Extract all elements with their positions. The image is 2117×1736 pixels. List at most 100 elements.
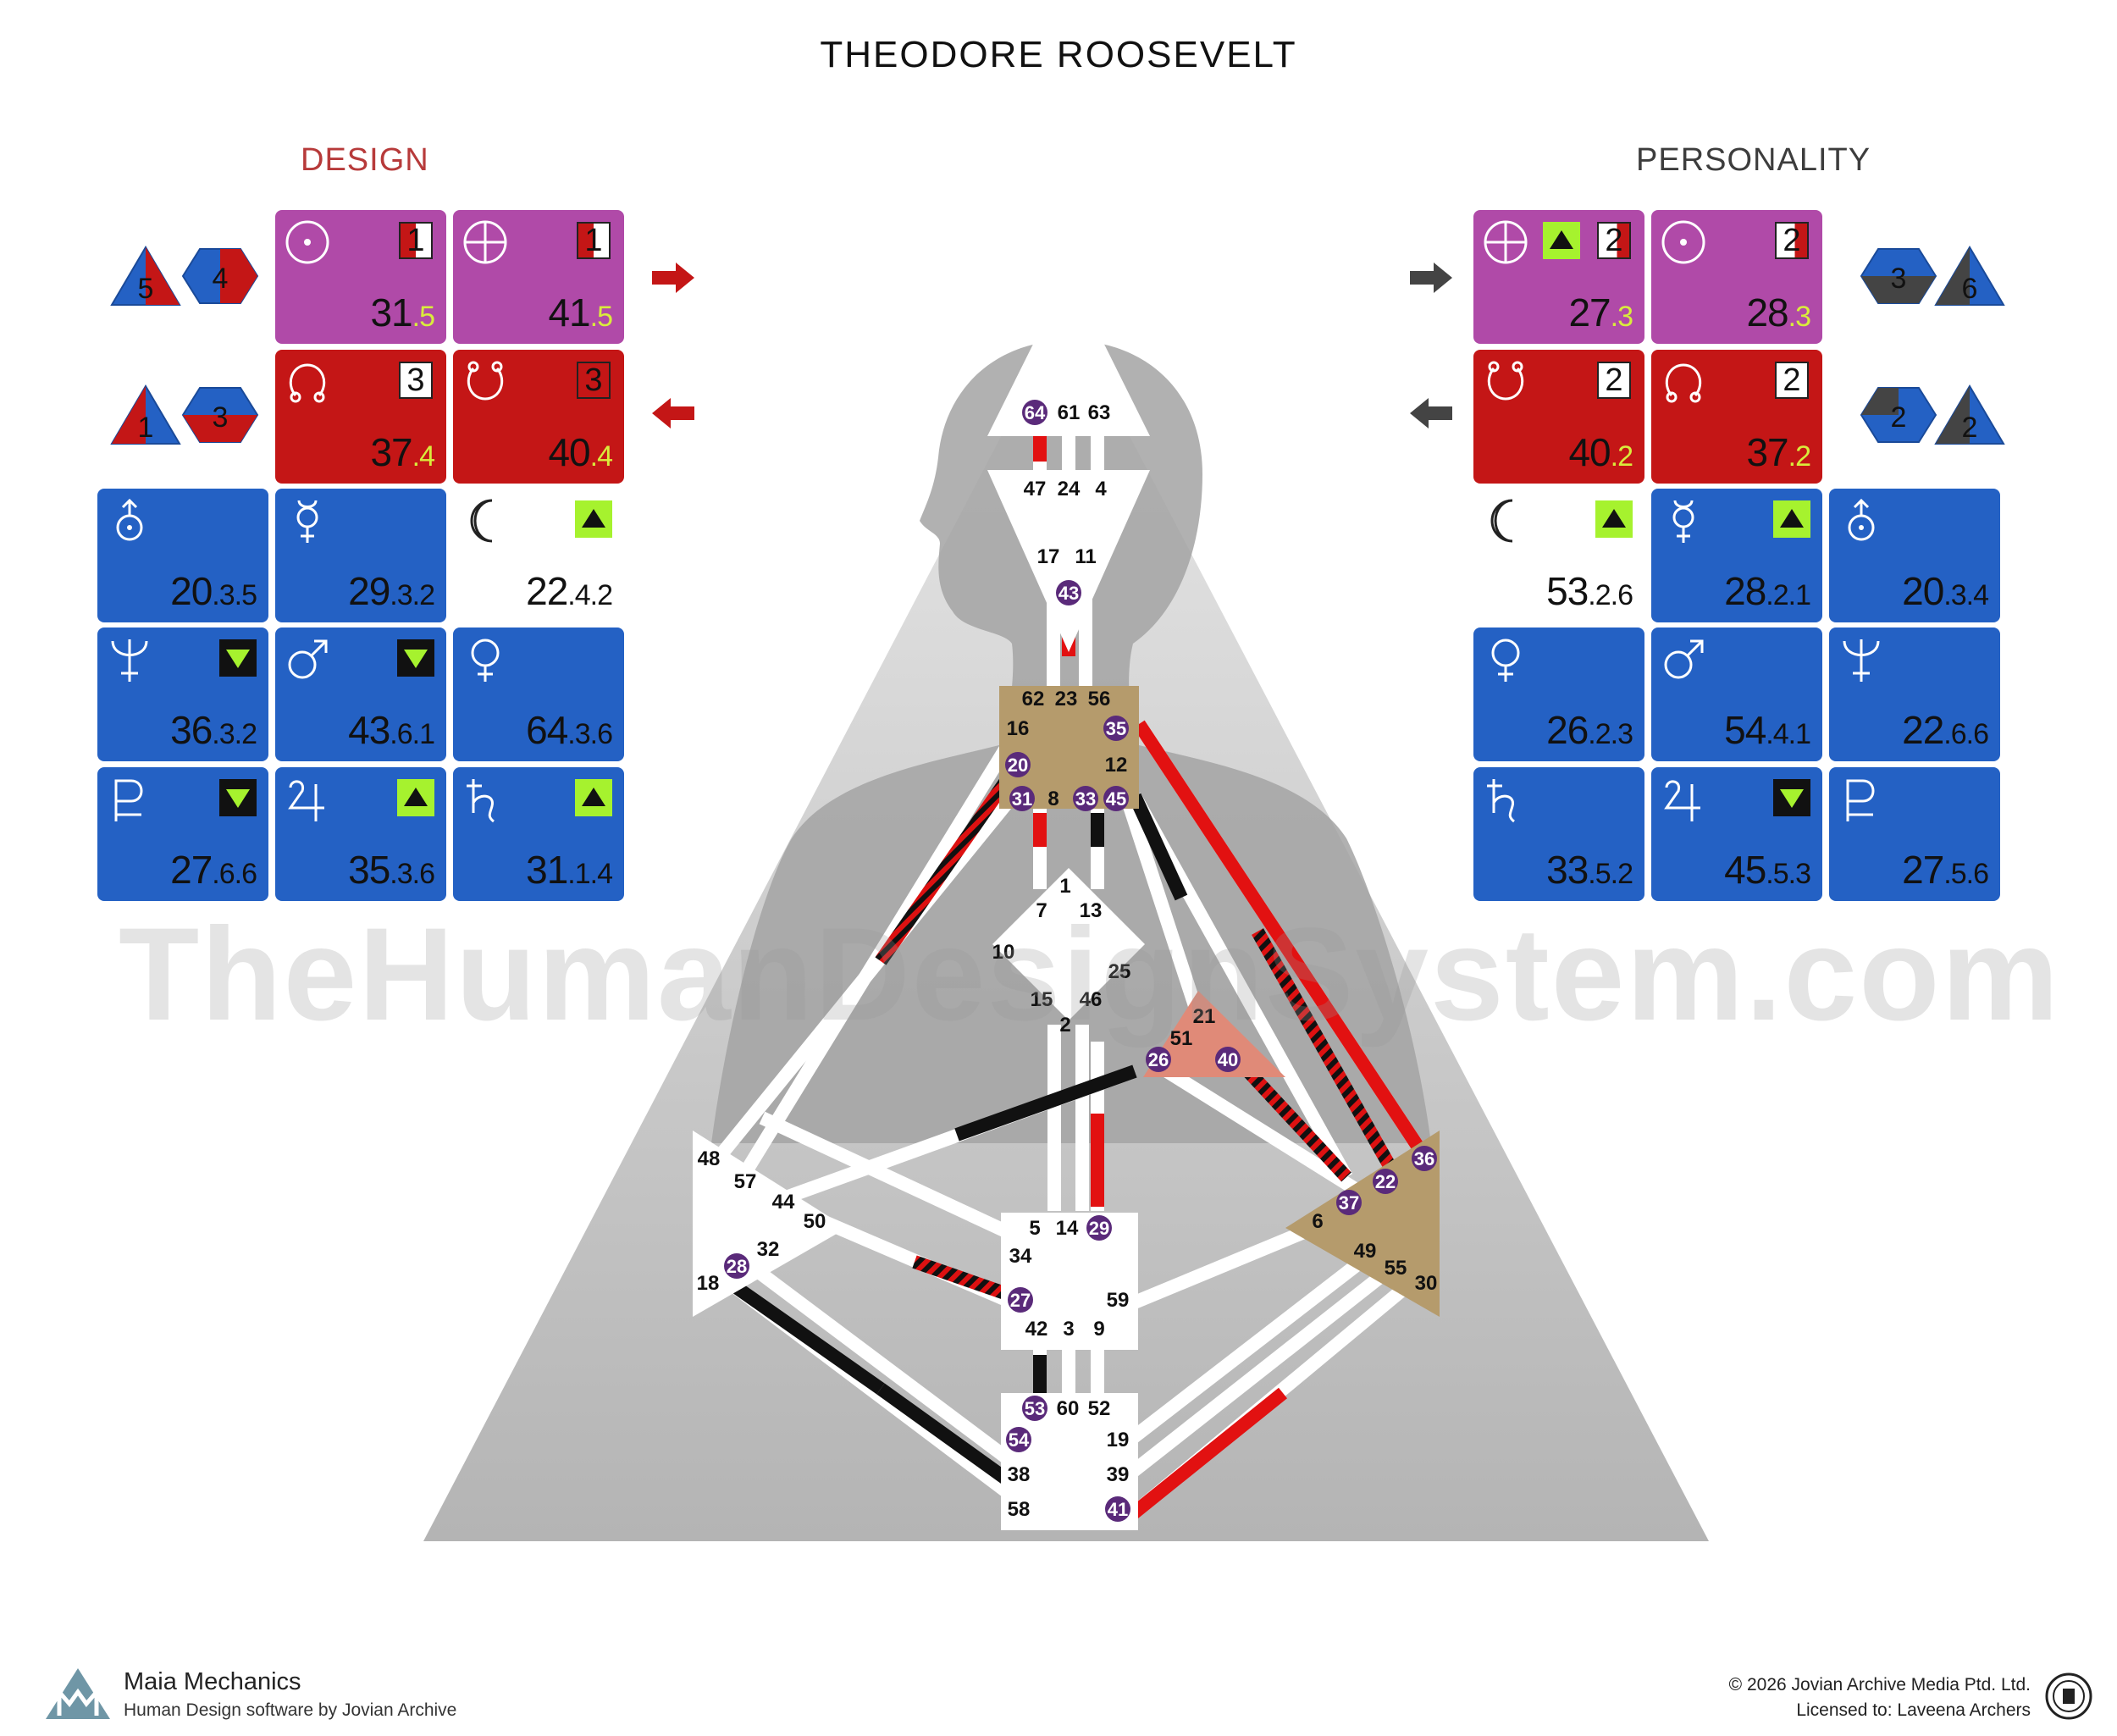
- personality-pluto-line: .5.6: [1943, 858, 1989, 890]
- gate-40: 40: [1218, 1049, 1238, 1070]
- exalted-arrow-up-icon: [1543, 222, 1580, 259]
- gate-30: 30: [1415, 1272, 1438, 1295]
- gate-3: 3: [1063, 1318, 1074, 1341]
- design-mars-value: 43.6.1: [348, 710, 435, 750]
- gate-21: 21: [1193, 1005, 1216, 1028]
- g-center: [992, 868, 1145, 1020]
- personality-south-node-gate: 40: [1568, 430, 1611, 474]
- design-mercury-line: .3.2: [390, 579, 435, 611]
- personality-pluto-gate: 27: [1902, 848, 1944, 892]
- design-north-node-color-box: 3: [399, 362, 433, 399]
- personality-uranus-tile[interactable]: 20.3.4: [1829, 489, 2000, 622]
- gate-7: 7: [1036, 899, 1047, 922]
- solar-plexus-center: [1285, 1131, 1440, 1317]
- personality-jupiter-tile[interactable]: 45.5.3: [1651, 767, 1822, 901]
- personality-mercury-tile[interactable]: 28.2.1: [1651, 489, 1822, 622]
- gate-31: 31: [1012, 788, 1032, 810]
- personality-variable-bottom: 2 2: [1860, 384, 2005, 445]
- design-south-node-color-box: 3: [577, 362, 611, 399]
- personality-south-node-line: .2: [1610, 440, 1633, 473]
- gate-18: 18: [697, 1272, 720, 1295]
- gate-4: 4: [1095, 478, 1107, 500]
- gate-labels: 64 61 63 47 24 4 17 11 43 62 23 56 16 35…: [697, 400, 1438, 1522]
- personality-sun-tile[interactable]: 2 28.3: [1651, 210, 1822, 344]
- design-mercury-value: 29.3.2: [348, 569, 435, 613]
- personality-saturn-tile[interactable]: 33.5.2: [1473, 767, 1644, 901]
- personality-earth-tile[interactable]: 2 27.3: [1473, 210, 1644, 344]
- personality-label: PERSONALITY: [1636, 142, 1871, 178]
- gate-28: 28: [727, 1256, 747, 1277]
- north-node-icon: [1665, 363, 1702, 403]
- gate-44: 44: [772, 1191, 795, 1214]
- personality-moon-tile[interactable]: 53.2.6: [1473, 489, 1644, 622]
- personality-jupiter-line: .5.3: [1766, 858, 1811, 890]
- design-north-node-gate: 37: [370, 430, 412, 474]
- personality-venus-tile[interactable]: 26.2.3: [1473, 628, 1644, 761]
- saturn-icon: [467, 779, 495, 823]
- sacral-center: [1001, 1213, 1138, 1350]
- design-pluto-value: 27.6.6: [170, 850, 257, 889]
- personality-venus-line: .2.3: [1588, 718, 1633, 750]
- gate-38: 38: [1008, 1463, 1031, 1486]
- design-saturn-tile[interactable]: 31.1.4: [453, 767, 624, 901]
- gate-9: 9: [1093, 1318, 1104, 1341]
- design-earth-color-box: 1: [577, 222, 611, 259]
- design-sun-tile[interactable]: 1 31.5: [275, 210, 446, 344]
- personality-uranus-gate: 20: [1902, 569, 1944, 613]
- design-mars-line: .6.1: [390, 718, 435, 750]
- design-south-node-line: .4: [589, 440, 613, 473]
- sun-icon: [1661, 220, 1705, 264]
- design-venus-line: .3.6: [567, 718, 613, 750]
- design-neptune-tile[interactable]: 36.3.2: [97, 628, 268, 761]
- personality-sun-gate: 28: [1746, 290, 1788, 334]
- jupiter-icon: [1664, 780, 1700, 821]
- design-var-bottom-left: 1: [138, 412, 154, 444]
- personality-north-node-tile[interactable]: 2 37.2: [1651, 350, 1822, 484]
- design-mars-tile[interactable]: 43.6.1: [275, 628, 446, 761]
- earth-icon: [1484, 220, 1528, 264]
- design-jupiter-tile[interactable]: 35.3.6: [275, 767, 446, 901]
- gate-46: 46: [1080, 988, 1103, 1011]
- exalted-arrow-up-icon: [1773, 500, 1810, 538]
- chart-title: THEODORE ROOSEVELT: [820, 34, 1297, 75]
- design-earth-gate: 41: [548, 290, 590, 334]
- design-earth-tile[interactable]: 1 41.5: [453, 210, 624, 344]
- personality-south-node-tile[interactable]: 2 40.2: [1473, 350, 1644, 484]
- personality-neptune-tile[interactable]: 22.6.6: [1829, 628, 2000, 761]
- gate-22: 22: [1375, 1171, 1396, 1192]
- design-label: DESIGN: [301, 142, 429, 178]
- gate-29: 29: [1089, 1218, 1109, 1239]
- design-mercury-tile[interactable]: 29.3.2: [275, 489, 446, 622]
- design-arrow-right-icon: [652, 263, 694, 293]
- design-uranus-tile[interactable]: 20.3.5: [97, 489, 268, 622]
- north-node-icon: [289, 363, 326, 403]
- personality-pluto-tile[interactable]: 27.5.6: [1829, 767, 2000, 901]
- south-node-icon: [467, 361, 504, 401]
- gate-54: 54: [1009, 1429, 1030, 1451]
- gate-60: 60: [1057, 1397, 1080, 1420]
- saturn-icon: [1487, 779, 1515, 823]
- design-moon-gate: 22: [526, 569, 568, 613]
- personality-mars-tile[interactable]: 54.4.1: [1651, 628, 1822, 761]
- design-mercury-gate: 29: [348, 569, 390, 613]
- design-pluto-tile[interactable]: 27.6.6: [97, 767, 268, 901]
- design-saturn-gate: 31: [526, 848, 568, 892]
- detriment-arrow-down-icon: [219, 779, 257, 816]
- personality-jupiter-value: 45.5.3: [1724, 850, 1811, 890]
- design-north-node-tile[interactable]: 3 37.4: [275, 350, 446, 484]
- sun-icon: [285, 220, 329, 264]
- design-south-node-tile[interactable]: 3 40.4: [453, 350, 624, 484]
- mercury-icon: [296, 500, 318, 543]
- design-uranus-gate: 20: [170, 569, 213, 613]
- design-moon-tile[interactable]: 22.4.2: [453, 489, 624, 622]
- design-neptune-line: .3.2: [212, 718, 257, 750]
- design-venus-tile[interactable]: 64.3.6: [453, 628, 624, 761]
- design-var-bottom-right: 3: [213, 401, 229, 434]
- footer-license: Licensed to: Laveena Archers: [1796, 1700, 2031, 1720]
- design-moon-value: 22.4.2: [526, 569, 613, 613]
- gate-19: 19: [1107, 1429, 1130, 1451]
- gate-49: 49: [1354, 1240, 1377, 1263]
- personality-var-bottom-right: 2: [1962, 412, 1978, 444]
- gate-8: 8: [1047, 788, 1058, 810]
- personality-sun-line: .3: [1788, 301, 1811, 333]
